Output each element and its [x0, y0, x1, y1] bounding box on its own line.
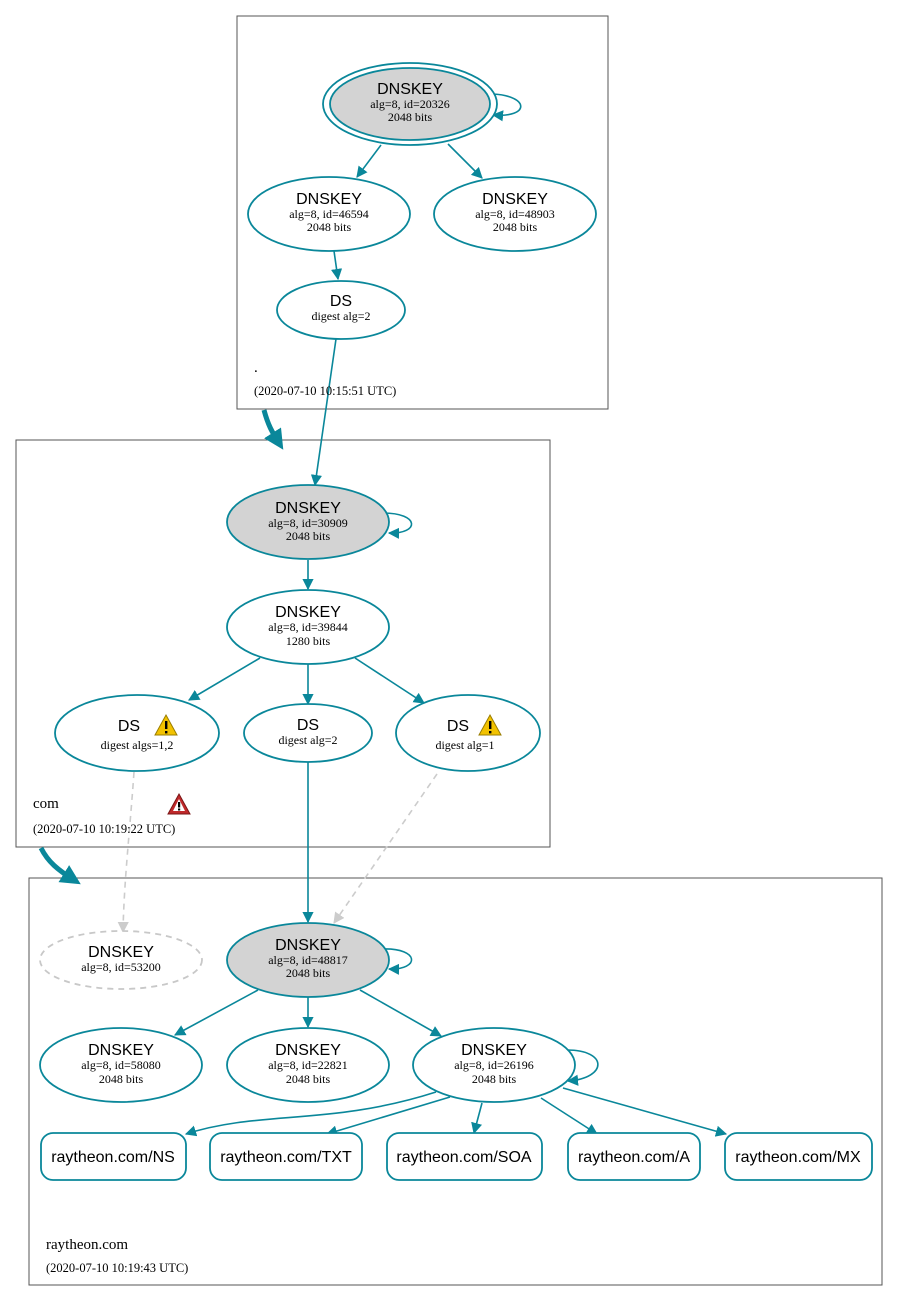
node-digest: digest alg=2 — [278, 733, 337, 747]
zone-box-root — [236, 15, 609, 410]
rrset-label: raytheon.com/MX — [735, 1149, 861, 1166]
node-title: DS — [118, 718, 140, 735]
edge-com-ksk-self — [382, 512, 413, 539]
node-key-size: 1280 bits — [286, 634, 331, 648]
edge-root-ds-com-ksk — [310, 338, 337, 487]
dnskey-node-ray-ksk[interactable]: DNSKEY alg=8, id=48817 2048 bits — [226, 922, 390, 998]
dnskey-node-ray-zsk[interactable]: DNSKEY alg=8, id=26196 2048 bits — [412, 1027, 576, 1103]
node-key-info: alg=8, id=22821 — [268, 1058, 348, 1072]
edge-ray-zsk-self — [566, 1049, 599, 1086]
rrset-node-txt[interactable]: raytheon.com/TXT — [209, 1132, 363, 1181]
warning-icon — [154, 713, 178, 736]
node-key-size: 2048 bits — [493, 220, 538, 234]
node-title: DNSKEY — [482, 191, 548, 208]
zone-timestamp-root: (2020-07-10 10:15:51 UTC) — [254, 384, 396, 398]
zone-timestamp-raytheon: (2020-07-10 10:19:43 UTC) — [46, 1261, 188, 1275]
ds-node-root[interactable]: DS digest alg=2 — [276, 280, 406, 340]
dnskey-node-com-zsk[interactable]: DNSKEY alg=8, id=39844 1280 bits — [226, 589, 390, 665]
node-title: DS — [330, 293, 352, 310]
dnskey-node-com-ksk[interactable]: DNSKEY alg=8, id=30909 2048 bits — [226, 484, 390, 560]
node-key-size: 2048 bits — [286, 1072, 331, 1086]
node-key-info: alg=8, id=48903 — [475, 207, 555, 221]
node-key-size: 2048 bits — [388, 110, 433, 124]
node-key-info: alg=8, id=26196 — [454, 1058, 534, 1072]
edge-ray-zsk-soa — [471, 1102, 483, 1135]
node-key-size: 2048 bits — [99, 1072, 144, 1086]
error-icon — [167, 792, 191, 815]
dnskey-node-ray-58080[interactable]: DNSKEY alg=8, id=58080 2048 bits — [39, 1027, 203, 1103]
rrset-label: raytheon.com/NS — [51, 1149, 175, 1166]
node-title: DNSKEY — [88, 944, 154, 961]
edge-ray-ksk-k1 — [174, 989, 259, 1036]
node-title: DNSKEY — [275, 937, 341, 954]
node-digest: digest alg=2 — [311, 309, 370, 323]
edge-root-ksk-zsk2 — [447, 143, 483, 179]
node-key-size: 2048 bits — [286, 529, 331, 543]
zone-timestamp-com: (2020-07-10 10:19:22 UTC) — [33, 822, 175, 836]
dnskey-node-root-48903[interactable]: DNSKEY alg=8, id=48903 2048 bits — [433, 176, 597, 252]
rrset-label: raytheon.com/A — [578, 1149, 690, 1166]
node-title: DNSKEY — [275, 500, 341, 517]
dnskey-node-root-46594[interactable]: DNSKEY alg=8, id=46594 2048 bits — [247, 176, 411, 252]
edge-root-zsk1-ds — [331, 250, 343, 281]
zone-name-com: com — [33, 796, 59, 812]
node-key-size: 2048 bits — [286, 966, 331, 980]
warning-icon — [478, 713, 502, 736]
rrset-label: raytheon.com/SOA — [396, 1149, 532, 1166]
ds-node-com-alg-2[interactable]: DS digest alg=2 — [243, 703, 373, 763]
node-key-info: alg=8, id=30909 — [268, 516, 348, 530]
edge-root-ksk-self — [491, 93, 522, 122]
node-key-info: alg=8, id=39844 — [268, 620, 348, 634]
rrset-node-mx[interactable]: raytheon.com/MX — [724, 1132, 873, 1181]
node-title: DNSKEY — [296, 191, 362, 208]
node-key-size: 2048 bits — [472, 1072, 517, 1086]
edge-ray-zsk-ns — [184, 1091, 437, 1137]
edge-ray-zsk-mx — [562, 1087, 728, 1137]
edge-ray-zsk-txt — [325, 1096, 451, 1137]
delegation-arrow-root-com — [261, 409, 284, 450]
node-title: DNSKEY — [377, 81, 443, 98]
zone-name-root: . — [254, 360, 258, 376]
edge-ray-ksk-self — [382, 948, 413, 975]
node-key-info: alg=8, id=48817 — [268, 953, 348, 967]
node-digest: digest alg=1 — [435, 738, 494, 752]
node-key-info: alg=8, id=53200 — [81, 960, 161, 974]
edge-ray-zsk-a — [540, 1097, 598, 1135]
edge-com-zsk-ds1 — [188, 657, 261, 701]
node-key-info: alg=8, id=58080 — [81, 1058, 161, 1072]
rrset-node-a[interactable]: raytheon.com/A — [567, 1132, 701, 1181]
dnskey-node-root-ksk[interactable]: DNSKEY alg=8, id=20326 2048 bits — [322, 62, 498, 146]
edge-com-ds1-missing-key — [117, 771, 135, 934]
rrset-label: raytheon.com/TXT — [220, 1149, 352, 1166]
node-title: DNSKEY — [275, 1042, 341, 1059]
ds-node-com-algs-1-2[interactable]: DS digest algs=1,2 — [54, 694, 220, 772]
zone-box-raytheon — [28, 877, 883, 1286]
node-title: DS — [447, 718, 469, 735]
dnskey-node-ray-missing-53200[interactable]: DNSKEY alg=8, id=53200 — [39, 930, 203, 990]
node-title: DS — [297, 717, 319, 734]
zone-name-raytheon: raytheon.com — [46, 1237, 128, 1253]
node-key-size: 2048 bits — [307, 220, 352, 234]
delegation-arrow-com-raytheon — [38, 846, 81, 885]
rrset-node-soa[interactable]: raytheon.com/SOA — [386, 1132, 543, 1181]
edge-ray-ksk-zsk — [359, 989, 442, 1037]
node-digest: digest algs=1,2 — [101, 738, 174, 752]
edge-com-ds3-ray-ksk — [333, 773, 438, 924]
rrset-node-ns[interactable]: raytheon.com/NS — [40, 1132, 187, 1181]
edge-root-ksk-zsk1 — [356, 144, 382, 178]
ds-node-com-alg-1[interactable]: DS digest alg=1 — [395, 694, 541, 772]
dnskey-node-ray-22821[interactable]: DNSKEY alg=8, id=22821 2048 bits — [226, 1027, 390, 1103]
node-key-info: alg=8, id=20326 — [370, 97, 450, 111]
node-key-info: alg=8, id=46594 — [289, 207, 369, 221]
edge-com-zsk-ds3 — [354, 657, 425, 704]
node-title: DNSKEY — [88, 1042, 154, 1059]
node-title: DNSKEY — [461, 1042, 527, 1059]
node-title: DNSKEY — [275, 604, 341, 621]
